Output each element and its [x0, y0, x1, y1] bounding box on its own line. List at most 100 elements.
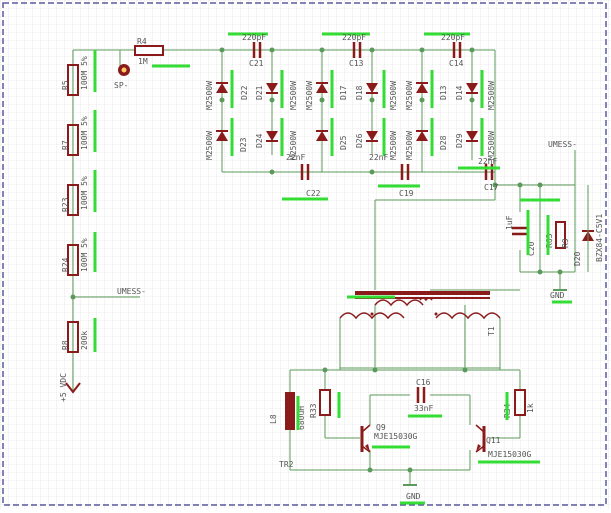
svg-text:D21: D21: [255, 85, 264, 100]
svg-text:33nF: 33nF: [414, 404, 433, 413]
diode-d22[interactable]: M2500W D22: [205, 70, 249, 110]
svg-text:D17: D17: [339, 85, 348, 100]
svg-text:D14: D14: [455, 85, 464, 100]
svg-text:D18: D18: [355, 85, 364, 100]
capacitor-c13[interactable]: 220pF C13: [322, 32, 370, 68]
svg-text:M2500W: M2500W: [389, 81, 398, 110]
sheet-frame: [2, 2, 607, 506]
svg-text:M2500W: M2500W: [205, 131, 214, 160]
svg-text:R9: R9: [561, 238, 570, 248]
svg-text:M2500W: M2500W: [487, 81, 496, 110]
resistor-r5[interactable]: R5 100M 5%: [61, 50, 97, 96]
resistor-r8[interactable]: R8 200k: [61, 318, 97, 353]
svg-text:R5: R5: [61, 80, 70, 90]
supply-5vdc: +5 VDC: [59, 373, 81, 402]
wires: [72, 49, 576, 485]
diode-d13[interactable]: M2500W D13: [405, 70, 448, 110]
highlight-marks: [520, 198, 560, 202]
capacitor-c14[interactable]: 220pF C14: [424, 32, 470, 68]
svg-text:GND: GND: [550, 291, 565, 300]
diode-d17[interactable]: M2500W D17: [305, 70, 348, 110]
pad-sp[interactable]: SP-: [114, 64, 130, 90]
svg-text:MJE15030G: MJE15030G: [488, 450, 532, 459]
resistor-r63-r9[interactable]: R63 R9: [545, 215, 570, 255]
resistor-r24[interactable]: R24 100M 5%: [61, 232, 97, 276]
svg-text:D28: D28: [439, 135, 448, 150]
svg-text:D29: D29: [455, 133, 464, 148]
svg-text:220pF: 220pF: [441, 33, 465, 42]
svg-text:R4: R4: [137, 37, 147, 46]
capacitor-c22[interactable]: 22nF C22: [282, 153, 328, 201]
resistor-r34[interactable]: R34 1k: [503, 389, 535, 420]
svg-text:R33: R33: [309, 403, 318, 418]
svg-text:+5 VDC: +5 VDC: [59, 373, 68, 402]
svg-text:M2500W: M2500W: [405, 81, 414, 110]
svg-text:D26: D26: [355, 133, 364, 148]
capacitor-c16[interactable]: C16 33nF: [408, 378, 442, 418]
svg-text:D13: D13: [439, 85, 448, 100]
svg-text:C13: C13: [349, 59, 364, 68]
svg-text:BZX84-C5V1: BZX84-C5V1: [595, 214, 604, 262]
diode-d21[interactable]: D21 M2500W: [255, 70, 298, 110]
diode-d28[interactable]: M2500W D28: [405, 118, 448, 160]
capacitor-c21[interactable]: 220pF C21: [228, 32, 268, 68]
svg-text:M2500W: M2500W: [305, 81, 314, 110]
capacitor-c20[interactable]: 1uF C20: [505, 210, 536, 256]
svg-text:220pF: 220pF: [242, 33, 266, 42]
svg-text:D24: D24: [255, 133, 264, 148]
svg-text:22nF: 22nF: [369, 153, 388, 162]
diode-d26[interactable]: D26 M2500W: [355, 118, 398, 160]
diode-d24[interactable]: D24 M2500W: [255, 118, 298, 160]
transistor-q11[interactable]: Q11 MJE15030G: [475, 424, 540, 464]
zener-d20[interactable]: D20 BZX84-C5V1: [573, 185, 604, 272]
svg-text:TR2: TR2: [279, 460, 294, 469]
transformer-t1[interactable]: T1: [339, 291, 501, 336]
diode-d14[interactable]: D14 M2500W: [455, 70, 496, 110]
svg-text:C17: C17: [484, 183, 499, 192]
svg-text:M2500W: M2500W: [487, 131, 496, 160]
gnd-right: GND: [550, 289, 572, 304]
diode-d29[interactable]: D29 M2500W: [455, 118, 496, 160]
svg-text:100M 5%: 100M 5%: [80, 116, 89, 150]
capacitor-c17[interactable]: 22nF C17: [458, 157, 500, 192]
resistor-r4[interactable]: R4 1M: [134, 37, 190, 68]
svg-text:R7: R7: [61, 140, 70, 150]
umess-mid-label: UMESS-: [117, 287, 146, 296]
svg-text:M2500W: M2500W: [289, 81, 298, 110]
svg-text:R8: R8: [61, 340, 70, 350]
svg-text:1M: 1M: [138, 57, 148, 66]
svg-text:1uF: 1uF: [505, 215, 514, 230]
svg-text:100M 5%: 100M 5%: [80, 176, 89, 210]
resistor-r33[interactable]: R33: [309, 389, 341, 418]
diode-d25[interactable]: D25: [315, 118, 348, 156]
svg-text:680uH: 680uH: [297, 406, 306, 430]
svg-text:D25: D25: [339, 135, 348, 150]
svg-text:M2500W: M2500W: [389, 131, 398, 160]
svg-text:C16: C16: [416, 378, 431, 387]
svg-text:M2500W: M2500W: [405, 131, 414, 160]
transistor-q9[interactable]: Q9 MJE15030G: [360, 423, 418, 453]
svg-text:L8: L8: [269, 414, 278, 424]
resistor-r23[interactable]: R23 100M 5%: [61, 170, 97, 216]
diode-d23[interactable]: M2500W D23: [205, 118, 248, 160]
svg-text:C19: C19: [399, 189, 414, 198]
svg-text:SP-: SP-: [114, 81, 128, 90]
svg-text:200k: 200k: [80, 331, 89, 350]
svg-text:1k: 1k: [526, 403, 535, 413]
gnd-bottom: GND: [400, 484, 425, 505]
svg-text:22nF: 22nF: [286, 153, 305, 162]
capacitor-c19[interactable]: 22nF C19: [369, 153, 420, 198]
diode-d18[interactable]: D18 M2500W: [355, 70, 398, 110]
svg-text:C20: C20: [527, 241, 536, 256]
junctions: [70, 47, 563, 473]
svg-text:R23: R23: [61, 197, 70, 212]
inductor-tr2[interactable]: L8 680uH TR2: [269, 392, 306, 469]
svg-text:R24: R24: [61, 257, 70, 272]
svg-text:220pF: 220pF: [342, 33, 366, 42]
resistor-r7[interactable]: R7 100M 5%: [61, 110, 97, 156]
svg-text:22nF: 22nF: [478, 157, 497, 166]
svg-text:100M 5%: 100M 5%: [80, 56, 89, 90]
svg-text:MJE15030G: MJE15030G: [374, 432, 418, 441]
